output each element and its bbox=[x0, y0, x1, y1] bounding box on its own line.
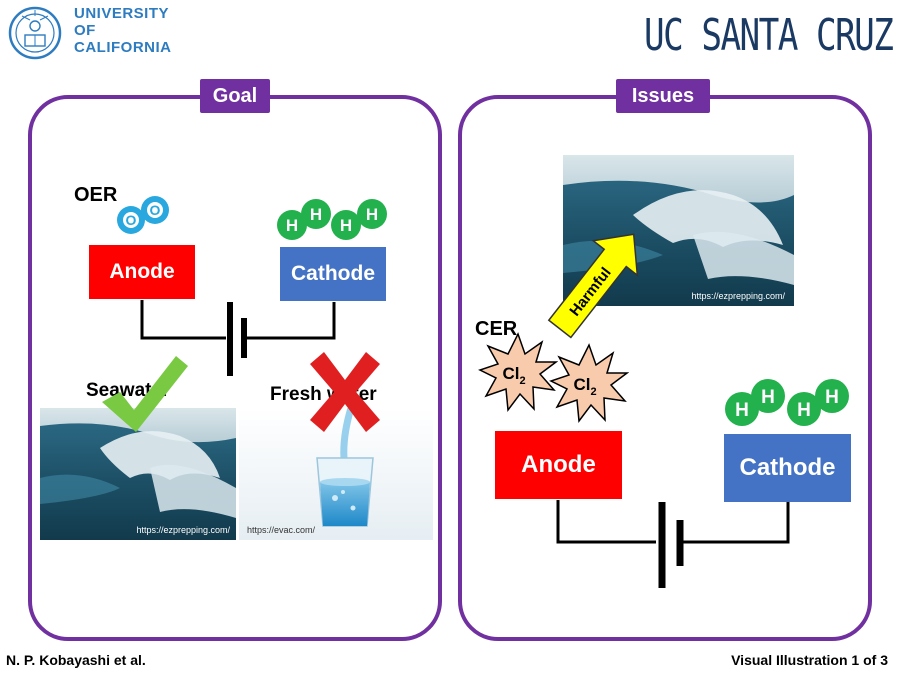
svg-text:Cl2: Cl2 bbox=[502, 364, 525, 387]
issues-anode-box: Anode bbox=[495, 431, 622, 499]
o-symbol-1: O bbox=[126, 212, 137, 228]
issues-label: Issues bbox=[616, 79, 710, 113]
seawater-credit: https://ezprepping.com/ bbox=[136, 525, 230, 535]
university-of-california-wordmark: UNIVERSITY OF CALIFORNIA bbox=[74, 5, 172, 56]
uc-line-3: CALIFORNIA bbox=[74, 39, 172, 56]
h-symbol-2: H bbox=[310, 205, 322, 224]
goal-anode-label: Anode bbox=[109, 260, 175, 283]
harmful-arrow-icon: Harmful bbox=[547, 233, 639, 339]
chlorine-burst-icon-2: Cl2 bbox=[549, 343, 629, 423]
cl-symbol-1: Cl bbox=[502, 364, 519, 383]
hydrogen-molecules-icon-goal: H H H H bbox=[277, 199, 387, 240]
uc-seal-logo bbox=[8, 6, 62, 60]
h-symbol-6: H bbox=[761, 387, 775, 408]
cer-label: CER bbox=[475, 318, 518, 340]
goal-cathode-box: Cathode bbox=[280, 247, 386, 301]
issues-cathode-label: Cathode bbox=[739, 454, 836, 481]
author-credit: N. P. Kobayashi et al. bbox=[6, 652, 146, 668]
h-symbol-3: H bbox=[340, 216, 352, 235]
uc-line-2: OF bbox=[74, 22, 96, 39]
issues-anode-label: Anode bbox=[521, 451, 596, 478]
h-symbol-4: H bbox=[366, 205, 378, 224]
seawater-wave-image: https://ezprepping.com/ bbox=[40, 408, 236, 540]
h-symbol-5: H bbox=[735, 400, 749, 421]
cl-symbol-2: Cl bbox=[573, 375, 590, 394]
h-symbol-8: H bbox=[825, 387, 839, 408]
o-symbol-2: O bbox=[150, 202, 161, 218]
cl-subscript-2: 2 bbox=[590, 386, 596, 398]
chlorine-burst-icon-1: Cl2 bbox=[478, 332, 558, 412]
x-mark-icon bbox=[310, 352, 380, 432]
harmful-wave-image: https://ezprepping.com/ bbox=[563, 155, 794, 306]
svg-text:Cl2: Cl2 bbox=[573, 375, 596, 398]
issues-battery-circuit-icon bbox=[556, 500, 790, 588]
goal-anode-box: Anode bbox=[89, 245, 195, 299]
oer-label: OER bbox=[74, 184, 118, 206]
goal-label: Goal bbox=[200, 79, 270, 113]
goal-battery-circuit-icon bbox=[140, 300, 336, 376]
wave-credit: https://ezprepping.com/ bbox=[691, 291, 785, 301]
h-symbol-7: H bbox=[797, 400, 811, 421]
uc-line-1: UNIVERSITY bbox=[74, 5, 170, 22]
cl-subscript-1: 2 bbox=[519, 375, 525, 387]
h-symbol-1: H bbox=[286, 216, 298, 235]
oxygen-molecule-icon: O O bbox=[117, 196, 169, 234]
fresh-water-glass-image: https://evac.com/ bbox=[239, 408, 433, 540]
goal-cathode-label: Cathode bbox=[291, 262, 375, 285]
hydrogen-molecules-icon-issues: H H H H bbox=[725, 379, 849, 426]
check-mark-icon bbox=[102, 356, 188, 432]
issues-cathode-box: Cathode bbox=[724, 434, 851, 502]
uc-santa-cruz-title: UC SANTA CRUZ bbox=[643, 10, 894, 61]
slide-number: Visual Illustration 1 of 3 bbox=[731, 652, 888, 668]
freshwater-credit: https://evac.com/ bbox=[247, 525, 316, 535]
